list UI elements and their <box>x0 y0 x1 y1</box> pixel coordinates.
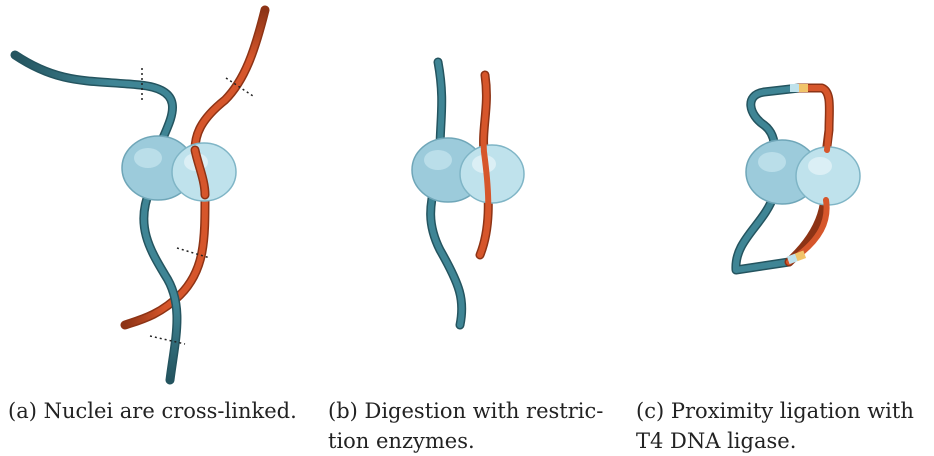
protein-complex <box>746 140 860 205</box>
protein-complex <box>412 138 524 203</box>
protein-complex <box>122 136 236 201</box>
dna-strand-orange-upper <box>195 10 265 150</box>
caption-c: (c) Proximity ligation with T4 DNA ligas… <box>636 396 932 456</box>
caption-b-line2: tion enzymes. <box>328 426 620 456</box>
caption-b: (b) Digestion with restric- tion enzymes… <box>328 396 620 456</box>
panel-a: (a) Nuclei are cross-linked. <box>0 0 310 451</box>
restriction-cut-marks <box>142 68 253 344</box>
caption-c-line1: (c) Proximity ligation with <box>636 396 932 426</box>
panel-b: (b) Digestion with restric- tion enzymes… <box>320 0 620 451</box>
caption-c-line2: T4 DNA ligase. <box>636 426 932 456</box>
caption-a: (a) Nuclei are cross-linked. <box>8 396 308 426</box>
panel-c-illustration <box>624 0 934 390</box>
panel-c: (c) Proximity ligation with T4 DNA ligas… <box>624 0 934 451</box>
panel-a-illustration <box>0 0 310 390</box>
caption-b-line1: (b) Digestion with restric- <box>328 396 620 426</box>
panel-b-illustration <box>320 0 620 390</box>
